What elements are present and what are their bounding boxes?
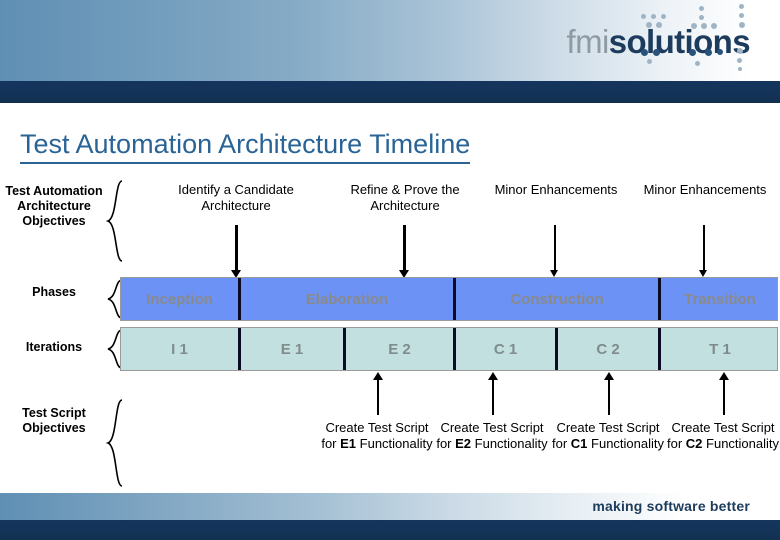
- page-title: Test Automation Architecture Timeline: [20, 129, 471, 164]
- script-objective-text: Create Test Script for: [666, 420, 775, 451]
- objective-arrow-head: [231, 270, 241, 278]
- script-objective-code: E2: [455, 436, 472, 451]
- iteration-cell-i1[interactable]: I 1: [171, 340, 188, 358]
- phase-cell-transition[interactable]: Transition: [684, 290, 756, 308]
- iterations-bar: I 1 E 1 E 2 C 1 C 2 T 1: [120, 327, 778, 371]
- iteration-cell-e1[interactable]: E 1: [280, 340, 304, 358]
- fmisolutions-logo: fmisolutions: [566, 4, 751, 71]
- brace-architecture-objectives: [106, 180, 124, 262]
- row-label-iterations: Iterations: [25, 340, 83, 354]
- footer-tagline: making software better: [592, 498, 750, 514]
- script-objective-suffix: Functionality: [471, 436, 548, 451]
- script-objective-code: E1: [340, 436, 357, 451]
- phase-cell-construction[interactable]: Construction: [510, 290, 604, 308]
- iteration-divider: [555, 328, 558, 370]
- phases-bar: Inception Elaboration Construction Trans…: [120, 277, 778, 321]
- objective-arrow-head: [399, 270, 409, 278]
- iteration-cell-t1[interactable]: T 1: [709, 340, 731, 358]
- script-objective-arrow-shaft: [491, 379, 494, 415]
- header-gradient-band: [0, 0, 780, 81]
- brace-iterations: [106, 329, 124, 369]
- architecture-objective-label: Minor Enhancements: [643, 182, 767, 197]
- iteration-divider: [238, 328, 241, 370]
- script-objective-arrow-shaft: [607, 379, 610, 415]
- script-objective-label: Create Test Script for C1 Functionality: [550, 420, 666, 452]
- objective-arrow-shaft: [554, 225, 556, 273]
- logo-dot-pattern: [627, 4, 757, 76]
- script-objective-text: Create Test Script for: [551, 420, 660, 451]
- script-objective-label: Create Test Script for E1 Functionality: [319, 420, 435, 452]
- script-objective-text: Create Test Script for: [321, 420, 429, 451]
- phase-divider: [238, 278, 241, 320]
- objective-arrow-shaft: [703, 225, 705, 273]
- architecture-objective-label: Identify a Candidate Architecture: [178, 182, 294, 213]
- objective-arrow-shaft: [403, 225, 406, 273]
- script-objective-arrow-shaft: [722, 379, 725, 415]
- header-navy-bar: [0, 81, 780, 103]
- objective-arrow-head: [699, 270, 707, 277]
- architecture-objective-label: Refine & Prove the Architecture: [350, 182, 460, 213]
- script-objective-suffix: Functionality: [702, 436, 779, 451]
- script-objective-arrow-head: [604, 372, 614, 380]
- script-objective-suffix: Functionality: [356, 436, 433, 451]
- row-label-phases: Phases: [32, 285, 76, 299]
- script-objective-code: C2: [685, 436, 703, 451]
- script-objective-code: C1: [570, 436, 588, 451]
- script-objective-text: Create Test Script for: [436, 420, 544, 451]
- logo-prefix: fmi: [566, 22, 610, 60]
- iteration-cell-e2[interactable]: E 2: [388, 340, 411, 358]
- objective-arrow-head: [550, 270, 558, 277]
- objective-arrow-shaft: [235, 225, 238, 273]
- phase-cell-elaboration[interactable]: Elaboration: [305, 290, 389, 308]
- iteration-divider: [658, 328, 661, 370]
- iteration-divider: [453, 328, 456, 370]
- brace-phases: [106, 279, 124, 319]
- iteration-cell-c1[interactable]: C 1: [493, 340, 518, 358]
- script-objective-arrow-head: [373, 372, 383, 380]
- row-label-script-objectives: Test Script Objectives: [22, 406, 86, 435]
- phase-cell-inception[interactable]: Inception: [146, 290, 213, 308]
- footer-gradient-band: [0, 493, 780, 520]
- iteration-divider: [343, 328, 346, 370]
- architecture-objective-label: Minor Enhancements: [494, 182, 618, 197]
- iteration-cell-c2[interactable]: C 2: [596, 340, 620, 358]
- logo-text: fmisolutions: [566, 22, 751, 60]
- script-objective-arrow-head: [719, 372, 729, 380]
- logo-brand: solutions: [608, 22, 751, 60]
- script-objective-label: Create Test Script for C2 Functionality: [665, 420, 780, 452]
- footer-navy-bar: [0, 520, 780, 540]
- brace-script-objectives: [106, 399, 124, 487]
- phase-divider: [658, 278, 661, 320]
- script-objective-arrow-head: [488, 372, 498, 380]
- script-objective-suffix: Functionality: [587, 436, 664, 451]
- row-label-architecture-objectives: Test Automation Architecture Objectives: [5, 184, 103, 228]
- phase-divider: [453, 278, 456, 320]
- script-objective-arrow-shaft: [376, 379, 379, 415]
- script-objective-label: Create Test Script for E2 Functionality: [434, 420, 550, 452]
